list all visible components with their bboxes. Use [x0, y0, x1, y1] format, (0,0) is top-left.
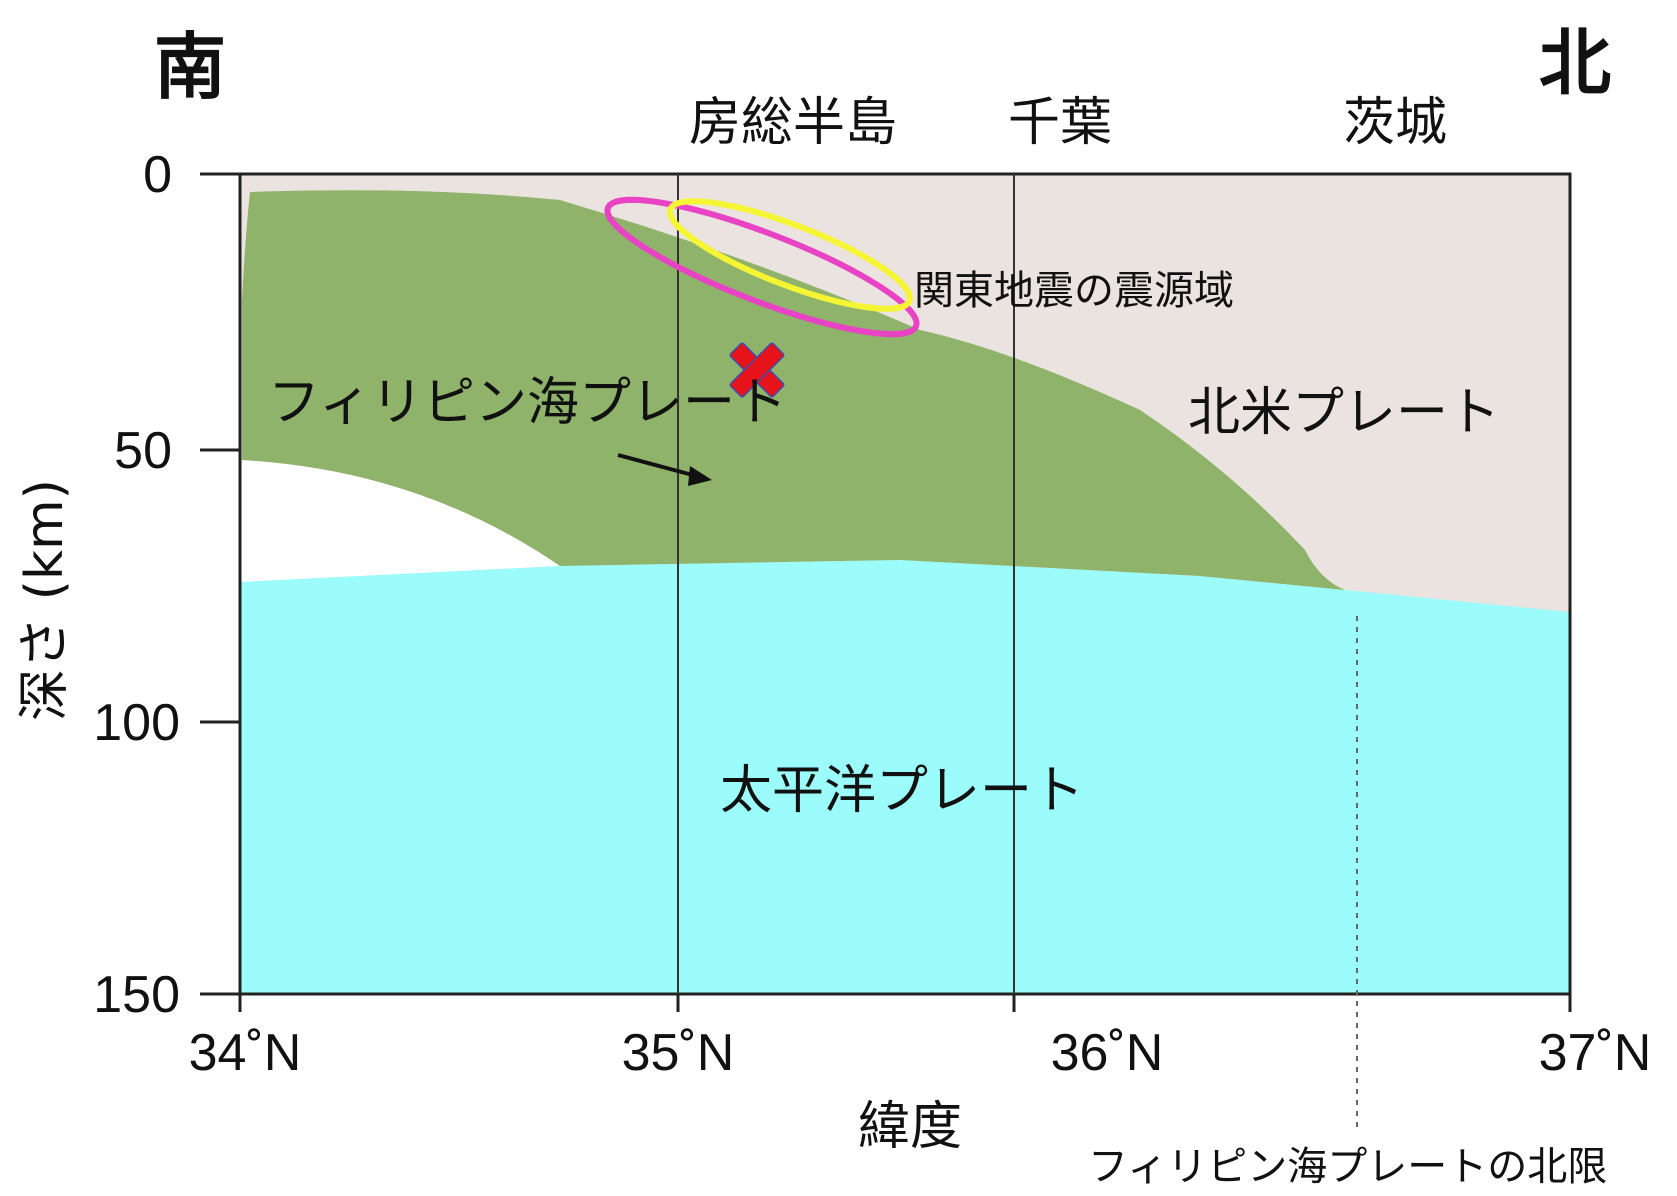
- white-wedge: [240, 460, 560, 582]
- y-tick-label-150: 150: [93, 966, 180, 1024]
- y-tick-label-0: 0: [143, 146, 172, 204]
- plot-frame: [238, 172, 1572, 996]
- x-tick-label-36: 36˚N: [1051, 1024, 1164, 1082]
- north-label: 北: [1539, 21, 1611, 105]
- source-zone-label: 関東地震の震源域: [914, 268, 1234, 314]
- y-axis-title: 深さ (km): [15, 479, 75, 721]
- place-label-chiba: 千葉: [1008, 93, 1112, 153]
- north-american-plate-label: 北米プレート: [1188, 383, 1500, 443]
- source-zone-ellipse-magenta: [604, 196, 920, 338]
- north-limit-label: フィリピン海プレートの北限: [1088, 1144, 1607, 1190]
- place-label-boso: 房総半島: [689, 93, 897, 153]
- place-label-ibaraki: 茨城: [1343, 93, 1447, 153]
- x-axis-ticks: [238, 994, 1572, 1012]
- x-axis-title: 緯度: [858, 1097, 962, 1157]
- philippine-plate-label: フィリピン海プレート: [268, 373, 787, 433]
- y-tick-label-100: 100: [93, 694, 180, 752]
- x-tick-label-34: 34˚N: [189, 1024, 302, 1082]
- south-label: 南: [154, 25, 226, 109]
- cross-icon: [729, 342, 785, 398]
- x-tick-label-37: 37˚N: [1539, 1024, 1652, 1082]
- pacific-plate-area: [240, 560, 1570, 994]
- x-tick-label-35: 35˚N: [622, 1024, 735, 1082]
- philippine-plate-area: [242, 190, 1345, 590]
- arrow-icon: [617, 453, 712, 486]
- source-zone-ellipse-yellow: [667, 198, 913, 312]
- y-tick-label-50: 50: [114, 422, 172, 480]
- y-axis-ticks: [200, 172, 240, 996]
- pacific-plate-label: 太平洋プレート: [720, 761, 1084, 821]
